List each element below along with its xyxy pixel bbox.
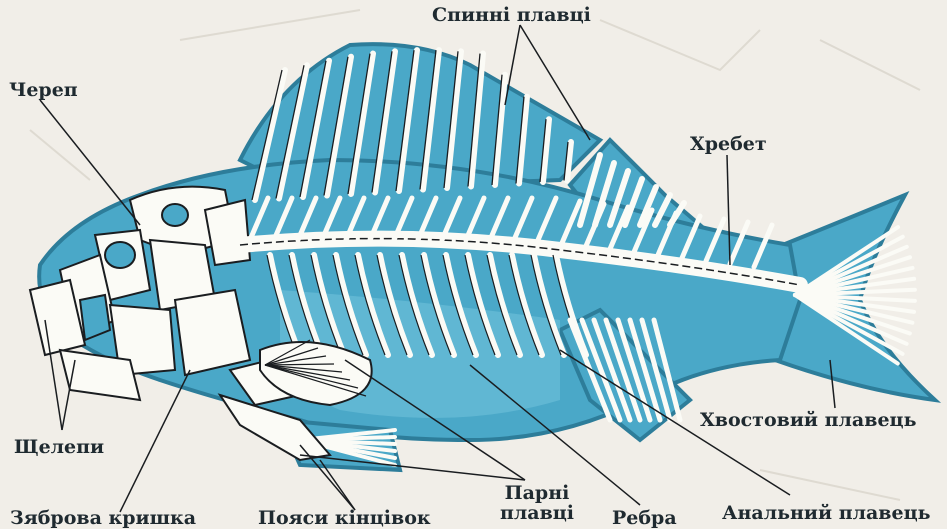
label-anal-fin: Анальний плавець [722,503,931,523]
label-ribs: Ребра [612,508,677,528]
label-gill-cover: Зяброва кришка [10,508,196,528]
label-paired-fins-line1: Парні [487,483,587,503]
label-caudal-fin: Хвостовий плавець [700,410,916,430]
label-spine: Хребет [690,134,767,154]
label-skull: Череп [9,80,78,100]
label-limb-girdles: Пояси кінцівок [258,508,431,528]
label-dorsal-fins: Спинні плавці [432,5,591,25]
label-paired-fins-line2: плавці [487,503,587,523]
label-paired-fins: Парні плавці [487,483,587,523]
label-jaws: Щелепи [14,437,104,457]
